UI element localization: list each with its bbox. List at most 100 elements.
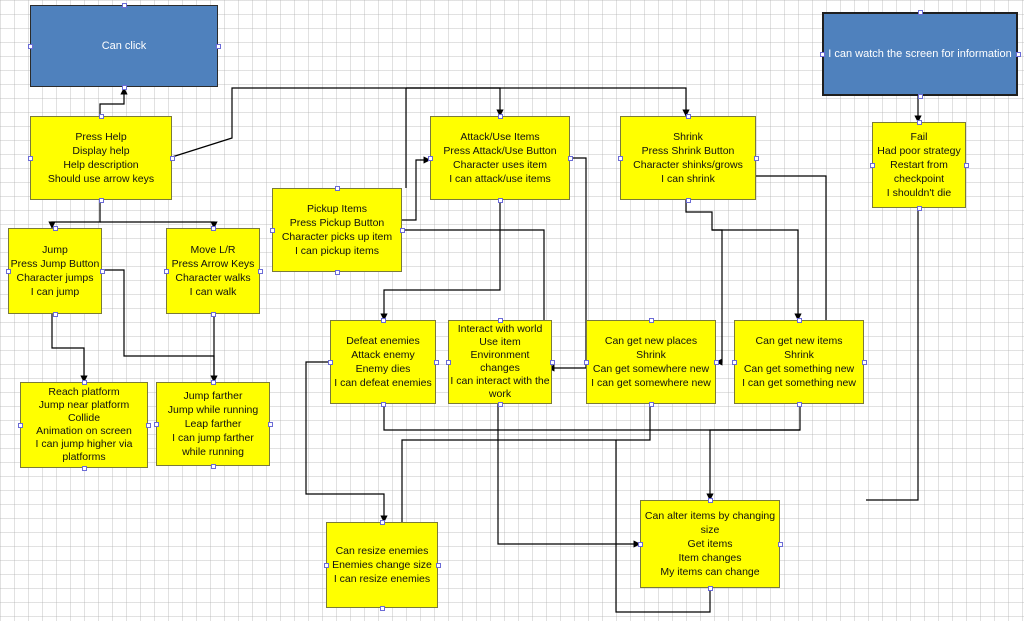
node-move-lr-line-1: Press Arrow Keys: [171, 258, 255, 270]
connection-handle: [498, 114, 503, 119]
node-jump-farther-line-0: Jump farther: [183, 390, 243, 402]
connection-handle: [258, 269, 263, 274]
connector-help-to-shrink: [406, 87, 690, 117]
node-new-items-line-2: Can get something new: [743, 363, 855, 375]
node-watch-screen: I can watch the screen for information: [822, 12, 1018, 96]
node-alter-items-line-4: My items can change: [660, 566, 760, 578]
node-move-lr-line-0: Move L/R: [190, 244, 236, 256]
connection-handle: [268, 422, 273, 427]
connector-pickup-to-attack: [402, 156, 431, 221]
connection-handle: [686, 114, 691, 119]
connection-handle: [18, 423, 23, 428]
node-attack-use-line-3: I can attack/use items: [449, 173, 551, 185]
connector-mid-horizontal: [383, 404, 801, 431]
connector-interact-to-alter: [497, 404, 641, 548]
connection-handle: [216, 44, 221, 49]
node-resize-enemies: Can resize enemies Enemies change size I…: [326, 522, 438, 608]
connector-newitems-to-alter: [706, 429, 800, 501]
connection-handle: [797, 318, 802, 323]
node-defeat-line-2: Enemy dies: [355, 363, 411, 375]
connection-handle: [99, 198, 104, 203]
node-pickup-line-1: Press Pickup Button: [289, 217, 385, 229]
node-interact-line-2: Environment: [470, 349, 530, 361]
node-attack-use-line-1: Press Attack/Use Button: [443, 145, 557, 157]
node-new-items-line-3: I can get something new: [742, 377, 856, 389]
connector-fail-down: [866, 208, 919, 501]
node-jump: Jump Press Jump Button Character jumps I…: [8, 228, 102, 314]
node-interact-line-4: I can interact with the: [450, 375, 550, 387]
node-shrink-line-3: I can shrink: [661, 173, 715, 185]
node-interact-line-5: work: [488, 388, 512, 400]
node-fail-line-4: I shouldn't die: [886, 187, 952, 199]
connection-handle: [618, 156, 623, 161]
node-defeat-line-0: Defeat enemies: [346, 335, 420, 347]
connection-handle: [400, 228, 405, 233]
node-alter-items-line-3: Item changes: [678, 552, 742, 564]
node-new-items: Can get new items Shrink Can get somethi…: [734, 320, 864, 404]
node-reach-platform-line-4: I can jump higher via: [35, 438, 133, 450]
connection-handle: [584, 360, 589, 365]
connection-handle: [28, 156, 33, 161]
connection-handle: [270, 228, 275, 233]
connection-handle: [918, 10, 923, 15]
node-fail-line-0: Fail: [910, 131, 928, 143]
node-jump-farther-line-4: while running: [182, 446, 244, 458]
connection-handle: [778, 542, 783, 547]
connection-handle: [649, 318, 654, 323]
node-press-help-line-1: Display help: [72, 145, 130, 157]
node-pickup-line-2: Character picks up item: [281, 231, 393, 243]
connection-handle: [1016, 52, 1021, 57]
node-alter-items-line-1: size: [700, 524, 720, 536]
node-new-places-line-0: Can get new places: [604, 335, 698, 347]
node-alter-items-line-2: Get items: [687, 538, 733, 550]
node-defeat-line-3: I can defeat enemies: [334, 377, 432, 389]
node-press-help-line-0: Press Help: [75, 131, 127, 143]
node-press-help-line-3: Should use arrow keys: [47, 173, 155, 185]
connection-handle: [381, 318, 386, 323]
connection-handle: [917, 206, 922, 211]
connection-handle: [324, 563, 329, 568]
node-attack-use-line-0: Attack/Use Items: [460, 131, 540, 143]
node-attack-use: Attack/Use Items Press Attack/Use Button…: [430, 116, 570, 200]
node-reach-platform-line-5: platforms: [62, 451, 106, 463]
connector-shrink-to-newitems: [685, 200, 802, 321]
connection-handle: [122, 3, 127, 8]
connection-handle: [53, 312, 58, 317]
node-new-items-line-0: Can get new items: [755, 335, 843, 347]
connection-handle: [649, 402, 654, 407]
node-move-lr-line-2: Character walks: [175, 272, 251, 284]
connection-handle: [708, 498, 713, 503]
connection-handle: [797, 402, 802, 407]
connection-handle: [82, 466, 87, 471]
connector-jump-to-reach: [51, 314, 88, 383]
connection-handle: [170, 156, 175, 161]
connection-handle: [122, 85, 127, 90]
connection-handle: [164, 269, 169, 274]
node-reach-platform-line-0: Reach platform: [48, 386, 120, 398]
node-new-places-line-1: Shrink: [636, 349, 666, 361]
connection-handle: [732, 360, 737, 365]
connection-handle: [211, 464, 216, 469]
connection-handle: [638, 542, 643, 547]
node-jump-farther-line-1: Jump while running: [167, 404, 259, 416]
connection-handle: [714, 360, 719, 365]
node-defeat-line-1: Attack enemy: [351, 349, 415, 361]
node-can-click: Can click: [30, 5, 218, 87]
node-jump-line-1: Press Jump Button: [10, 258, 100, 270]
connection-handle: [154, 422, 159, 427]
node-move-lr-line-3: I can walk: [189, 286, 237, 298]
node-fail-line-1: Had poor strategy: [877, 145, 961, 157]
connection-handle: [146, 423, 151, 428]
connection-handle: [28, 44, 33, 49]
connection-handle: [708, 586, 713, 591]
node-new-places-line-3: I can get somewhere new: [591, 377, 711, 389]
connection-handle: [100, 269, 105, 274]
node-alter-items-line-0: Can alter items by changing: [644, 510, 776, 522]
node-fail-line-2: Restart from: [890, 159, 948, 171]
node-shrink-line-0: Shrink: [673, 131, 703, 143]
connector-help-down: [48, 200, 101, 229]
node-jump-farther-line-2: Leap farther: [184, 418, 242, 430]
node-attack-use-line-2: Character uses item: [453, 159, 547, 171]
node-resize-enemies-line-2: I can resize enemies: [333, 573, 431, 585]
connection-handle: [434, 360, 439, 365]
